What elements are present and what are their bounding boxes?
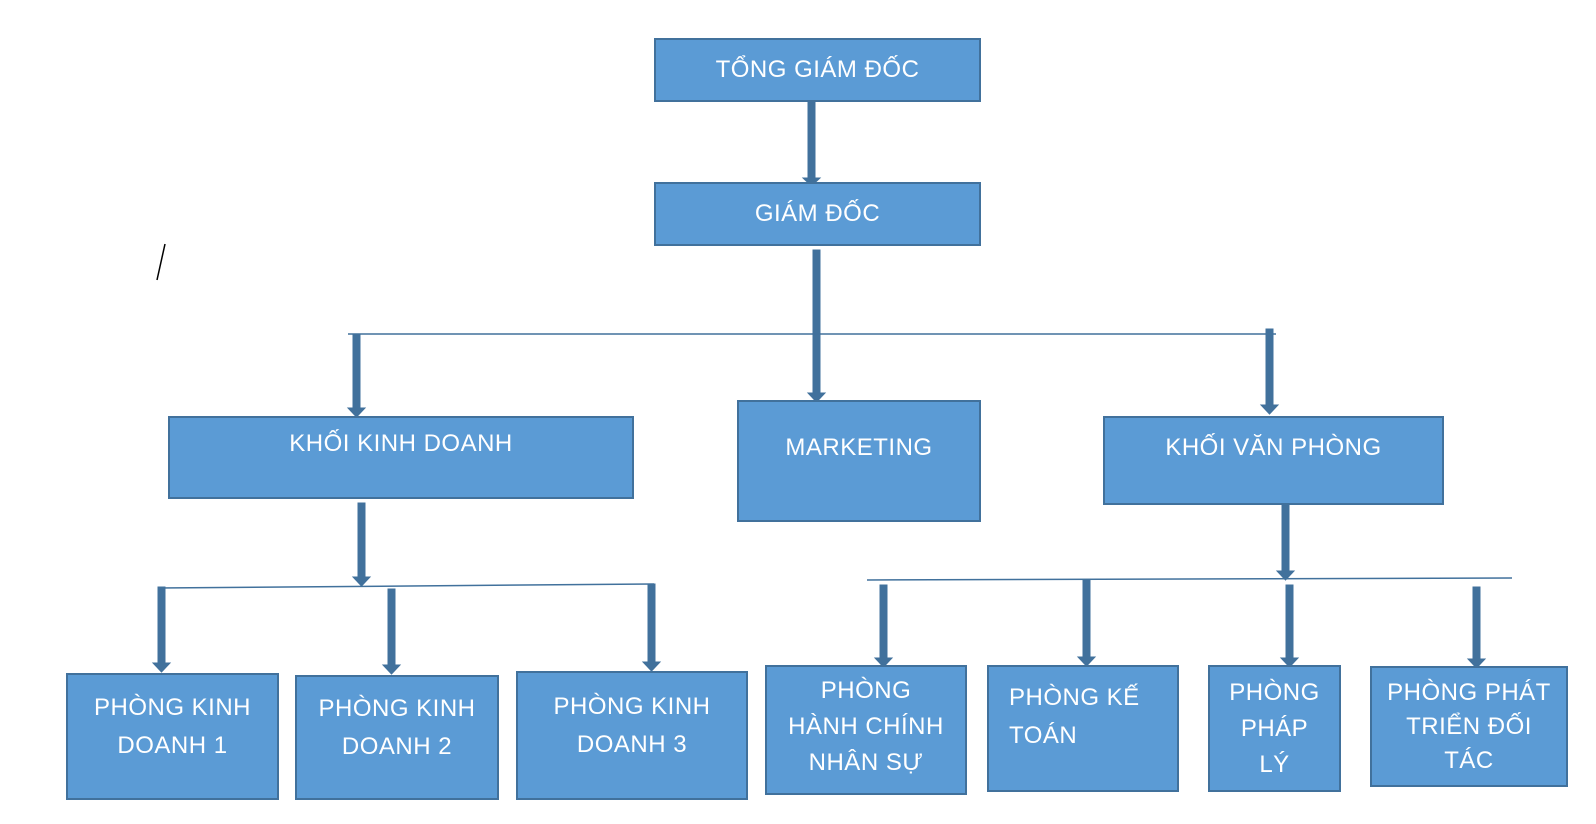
arrow-to-pkd3 — [641, 583, 662, 672]
node-label: PHÒNG HÀNH CHÍNH NHÂN SỰ — [788, 677, 944, 776]
arrow-to-phap-ly — [1279, 584, 1300, 668]
arrow-to-ke-toan — [1076, 579, 1097, 667]
node-label: PHÒNG PHÁP LÝ — [1229, 679, 1320, 778]
node-label: PHÒNG KẾ TOÁN — [1009, 684, 1140, 749]
node-giam-doc: GIÁM ĐỐC — [654, 182, 981, 246]
node-label: KHỐI KINH DOANH — [289, 430, 513, 457]
node-phong-phap-ly: PHÒNG PHÁP LÝ — [1208, 665, 1341, 792]
arrow-to-pkd1 — [151, 586, 172, 673]
node-label: PHÒNG KINH DOANH 2 — [318, 695, 476, 760]
node-phong-kinh-doanh-2: PHÒNG KINH DOANH 2 — [295, 675, 499, 800]
node-label: MARKETING — [785, 434, 933, 461]
arrow-kvp-down — [1275, 498, 1296, 581]
arrow-kkd-down — [351, 502, 372, 587]
horizontal-connector-sales — [157, 583, 655, 589]
node-label: GIÁM ĐỐC — [754, 200, 881, 227]
node-phong-ke-toan: PHÒNG KẾ TOÁN — [987, 665, 1179, 792]
node-phong-phat-trien-doi-tac: PHÒNG PHÁT TRIỂN ĐỐI TÁC — [1370, 666, 1568, 787]
node-khoi-kinh-doanh: KHỐI KINH DOANH — [168, 416, 634, 499]
node-tong-giam-doc: TỔNG GIÁM ĐỐC — [654, 38, 981, 102]
node-khoi-van-phong: KHỐI VĂN PHÒNG — [1103, 416, 1444, 505]
node-label: KHỐI VĂN PHÒNG — [1165, 434, 1382, 461]
arrow-gd-to-level2 — [806, 249, 827, 403]
node-phong-kinh-doanh-3: PHÒNG KINH DOANH 3 — [516, 671, 748, 800]
node-label: PHÒNG KINH DOANH 3 — [553, 693, 711, 758]
node-label: TỔNG GIÁM ĐỐC — [715, 56, 920, 83]
node-phong-kinh-doanh-1: PHÒNG KINH DOANH 1 — [66, 673, 279, 800]
arrow-to-pkd2 — [381, 588, 402, 675]
arrow-to-hcns — [873, 584, 894, 668]
arrow-to-khoi-van-phong — [1259, 328, 1280, 415]
arrow-tgd-to-gd — [801, 101, 822, 187]
arrow-to-ptdt — [1466, 586, 1487, 669]
node-marketing: MARKETING — [737, 400, 981, 522]
arrow-to-khoi-kinh-doanh — [346, 333, 367, 418]
node-label: PHÒNG PHÁT TRIỂN ĐỐI TÁC — [1387, 679, 1551, 774]
node-phong-hanh-chinh-nhan-su: PHÒNG HÀNH CHÍNH NHÂN SỰ — [765, 665, 967, 795]
node-label: PHÒNG KINH DOANH 1 — [93, 694, 251, 759]
stray-mark — [156, 243, 166, 281]
horizontal-connector-office — [866, 577, 1513, 581]
